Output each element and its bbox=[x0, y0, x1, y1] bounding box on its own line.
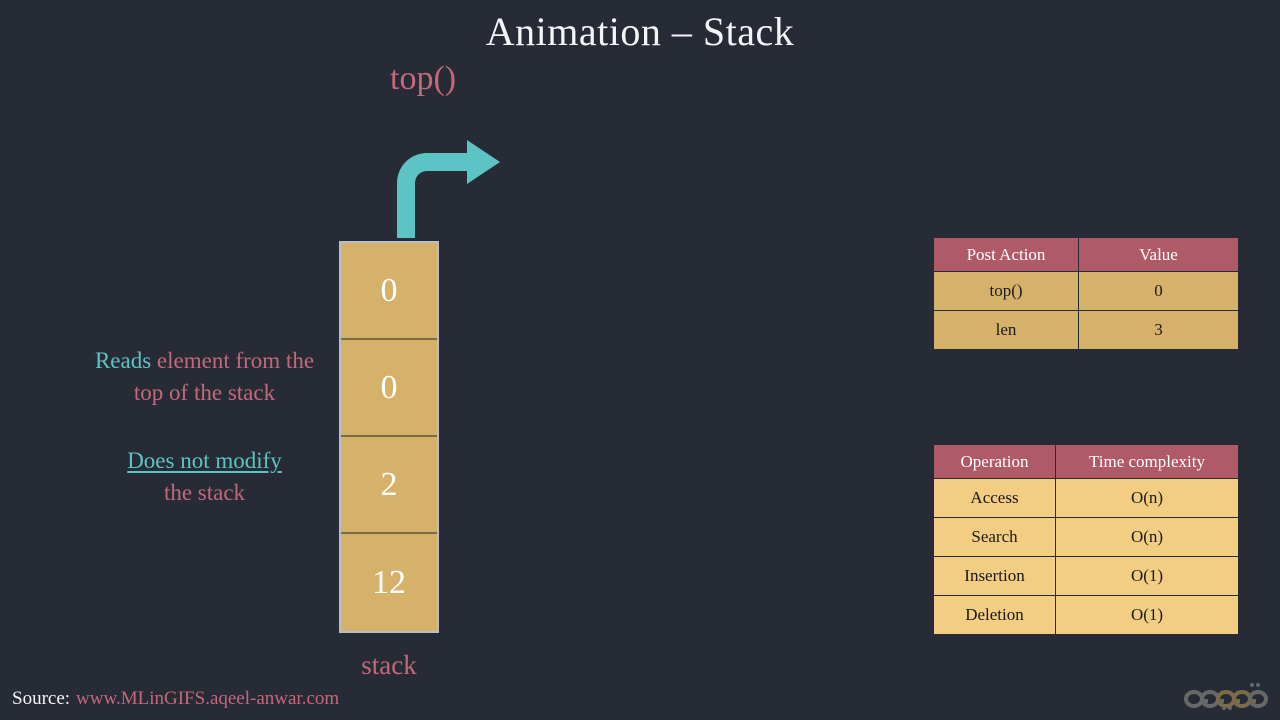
time-complexity-table: Operation Time complexity Access O(n) Se… bbox=[933, 444, 1239, 635]
description-highlight-reads: Reads bbox=[94, 348, 152, 373]
description-text-2: the stack bbox=[163, 480, 246, 505]
cell-operation: Insertion bbox=[933, 556, 1056, 596]
cell-operation: Deletion bbox=[933, 595, 1056, 635]
column-header-operation: Operation bbox=[933, 444, 1056, 479]
stack-cell: 12 bbox=[341, 534, 437, 631]
stack-visual: 0 0 2 12 bbox=[339, 241, 439, 633]
operation-subtitle: top() bbox=[390, 60, 457, 97]
cell-operation: Search bbox=[933, 517, 1056, 557]
table-header-row: Operation Time complexity bbox=[933, 444, 1239, 479]
cell-complexity: O(n) bbox=[1055, 517, 1239, 557]
post-action-table: Post Action Value top() 0 len 3 bbox=[933, 237, 1239, 350]
table-header-row: Post Action Value bbox=[933, 237, 1239, 272]
table-row: top() 0 bbox=[933, 271, 1239, 311]
stack-cell: 2 bbox=[341, 437, 437, 534]
table-row: Insertion O(1) bbox=[933, 556, 1239, 596]
cell-operation: Access bbox=[933, 478, 1056, 518]
table-row: len 3 bbox=[933, 310, 1239, 350]
cell-post-action: len bbox=[933, 310, 1079, 350]
stack-cell: 0 bbox=[341, 243, 437, 340]
description-block: Reads element from the top of the stack … bbox=[78, 345, 331, 509]
description-text-1: element from the top of the stack bbox=[133, 348, 315, 405]
table-row: Access O(n) bbox=[933, 478, 1239, 518]
stack-label: stack bbox=[361, 650, 417, 680]
table-row: Search O(n) bbox=[933, 517, 1239, 557]
curved-arrow-up-right-icon bbox=[372, 138, 507, 238]
column-header-post-action: Post Action bbox=[933, 237, 1079, 272]
cell-complexity: O(1) bbox=[1055, 595, 1239, 635]
table-row: Deletion O(1) bbox=[933, 595, 1239, 635]
aqeel-anwar-logo bbox=[1184, 680, 1272, 710]
cell-post-action: top() bbox=[933, 271, 1079, 311]
source-url[interactable]: www.MLinGIFS.aqeel-anwar.com bbox=[76, 688, 340, 709]
description-paragraph-2: Does not modify the stack bbox=[78, 445, 331, 509]
column-header-value: Value bbox=[1078, 237, 1239, 272]
source-attribution: Source:www.MLinGIFS.aqeel-anwar.com bbox=[12, 688, 339, 710]
stack-cell: 0 bbox=[341, 340, 437, 437]
source-label: Source: bbox=[12, 688, 71, 709]
page-title: Animation – Stack bbox=[485, 9, 795, 54]
cell-value: 3 bbox=[1078, 310, 1239, 350]
column-header-time-complexity: Time complexity bbox=[1055, 444, 1239, 479]
cell-complexity: O(n) bbox=[1055, 478, 1239, 518]
description-highlight-does-not-modify: Does not modify bbox=[127, 448, 282, 473]
cell-complexity: O(1) bbox=[1055, 556, 1239, 596]
description-paragraph-1: Reads element from the top of the stack bbox=[78, 345, 331, 409]
cell-value: 0 bbox=[1078, 271, 1239, 311]
